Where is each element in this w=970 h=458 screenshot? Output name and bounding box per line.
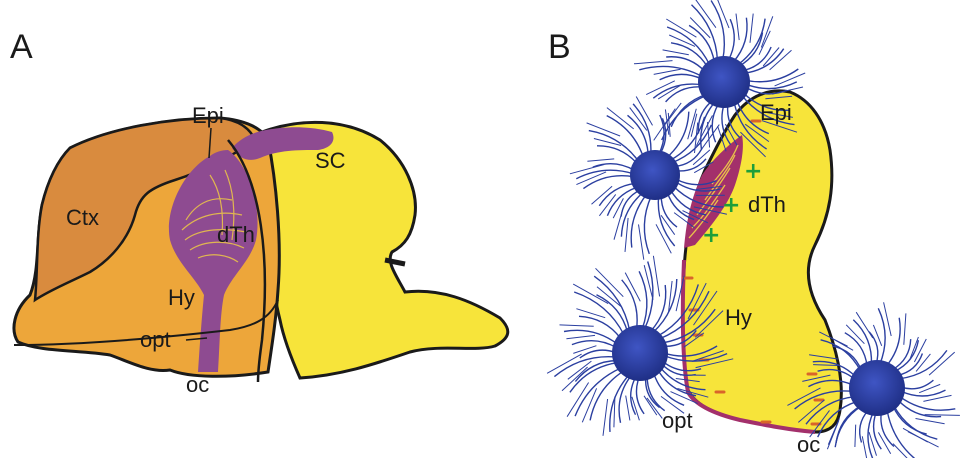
cell-branch	[761, 16, 773, 47]
cell-body	[698, 56, 750, 108]
hy-label: Hy	[168, 285, 195, 310]
cell-branch	[929, 352, 955, 375]
cell-process	[671, 43, 708, 67]
cell-process	[898, 400, 941, 417]
cell-process	[733, 18, 747, 62]
plus-sign-1: +	[744, 159, 762, 184]
cell-branch	[566, 335, 595, 338]
b-oc-label: oc	[797, 432, 820, 457]
cell-branch	[625, 218, 628, 252]
cell-process	[711, 1, 724, 61]
cell-branch	[573, 346, 596, 354]
cell-branch	[587, 159, 614, 161]
cell-process	[728, 19, 734, 60]
cell-process	[583, 176, 634, 189]
epi-label: Epi	[192, 103, 224, 128]
cell-process	[653, 84, 702, 98]
b-dth-label: dTh	[748, 192, 786, 217]
cell-process	[898, 354, 923, 376]
b-hy-label: Hy	[725, 305, 752, 330]
cell-branch	[750, 14, 753, 43]
cell-branch	[567, 383, 589, 417]
cell-process	[636, 377, 644, 414]
cell-process	[901, 380, 933, 389]
cell-branch	[570, 165, 604, 174]
cell-process	[743, 47, 771, 71]
cell-process	[593, 164, 635, 171]
cell-branch	[855, 425, 856, 447]
cell-branch	[560, 325, 594, 326]
cell-process	[712, 103, 719, 142]
dth-label: dTh	[217, 222, 255, 247]
opt-label: opt	[140, 327, 171, 352]
cell-process	[878, 308, 885, 364]
b-epi-label: Epi	[760, 100, 792, 125]
cell-branch	[925, 415, 960, 416]
cell-branch	[919, 384, 940, 392]
cell-branch	[634, 61, 673, 64]
cell-branch	[596, 268, 624, 296]
cell-process	[660, 74, 703, 79]
cell-branch	[603, 399, 608, 436]
cell-process	[631, 377, 636, 415]
cell-process	[860, 410, 869, 442]
ctx-label: Ctx	[66, 205, 99, 230]
cell-process	[597, 295, 628, 333]
cell-branch	[639, 224, 644, 259]
cell-branch	[644, 265, 653, 300]
cell-branch	[653, 256, 659, 297]
panel-b: B + + +	[547, 0, 960, 458]
cell-body	[630, 150, 680, 200]
cell-process	[597, 146, 637, 164]
panel-b-letter: B	[548, 28, 571, 66]
cell-process	[633, 104, 651, 154]
panel-a: A Epi SC Ctx dTh	[10, 28, 508, 397]
cell-branch	[916, 419, 945, 424]
cell-process	[599, 183, 635, 206]
cell-branch	[562, 367, 588, 391]
cell-process	[661, 195, 677, 227]
cell-branch	[663, 50, 689, 55]
cell-process	[570, 363, 618, 393]
oc-label: oc	[186, 372, 209, 397]
cell-branch	[904, 313, 906, 344]
cell-branch	[626, 396, 630, 421]
cell-process	[874, 412, 882, 449]
cell-process	[746, 82, 797, 89]
cell-branch	[594, 139, 621, 146]
plus-sign-3: +	[702, 223, 720, 248]
cell-process	[674, 148, 702, 166]
plus-sign-2: +	[722, 193, 740, 218]
cell-process	[554, 357, 616, 377]
cell-body	[612, 325, 668, 381]
cell-process	[894, 405, 938, 439]
cell-branch	[736, 14, 739, 40]
midbrain-region	[262, 122, 508, 378]
panel-a-letter: A	[10, 28, 33, 66]
cell-process	[671, 95, 706, 127]
cell-process	[887, 410, 921, 458]
cell-branch	[708, 122, 710, 147]
cell-branch	[654, 69, 681, 74]
cell-process	[644, 196, 651, 254]
cell-process	[564, 330, 618, 344]
cell-branch	[873, 325, 881, 346]
cell-body	[849, 360, 905, 416]
cell-process	[893, 339, 911, 370]
cell-process	[868, 412, 874, 458]
b-opt-label: opt	[662, 408, 693, 433]
sc-label: SC	[315, 148, 346, 173]
